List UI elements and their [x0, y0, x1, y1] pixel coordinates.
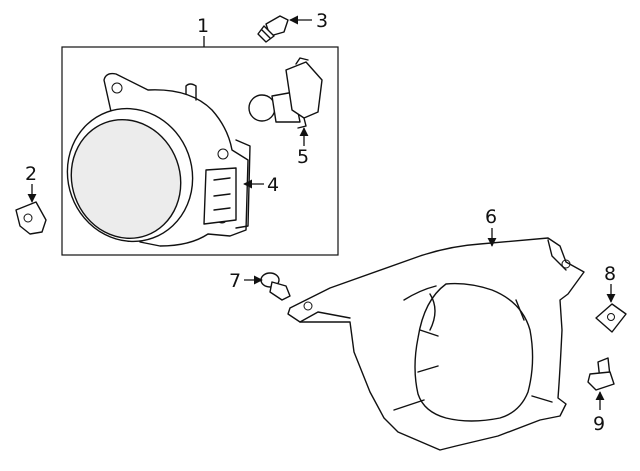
clip[interactable] [15, 201, 47, 235]
bolt-bottom[interactable] [587, 357, 615, 391]
callout-3: 3 [316, 10, 328, 32]
mounting-bracket[interactable] [287, 237, 585, 451]
callout-8: 8 [604, 263, 616, 285]
bulb[interactable] [248, 57, 323, 129]
assembly-box [61, 46, 339, 256]
callout-9: 9 [593, 413, 605, 435]
fog-lamp-assembly[interactable] [49, 72, 251, 260]
callout-4: 4 [267, 174, 279, 196]
push-pin[interactable] [260, 272, 291, 301]
callout-6: 6 [485, 206, 497, 228]
callout-7: 7 [229, 270, 241, 292]
callout-1: 1 [197, 15, 209, 37]
callout-5: 5 [297, 146, 309, 168]
clip-nut[interactable] [595, 303, 627, 333]
bolt-top[interactable] [257, 15, 289, 43]
callout-2: 2 [25, 163, 37, 185]
